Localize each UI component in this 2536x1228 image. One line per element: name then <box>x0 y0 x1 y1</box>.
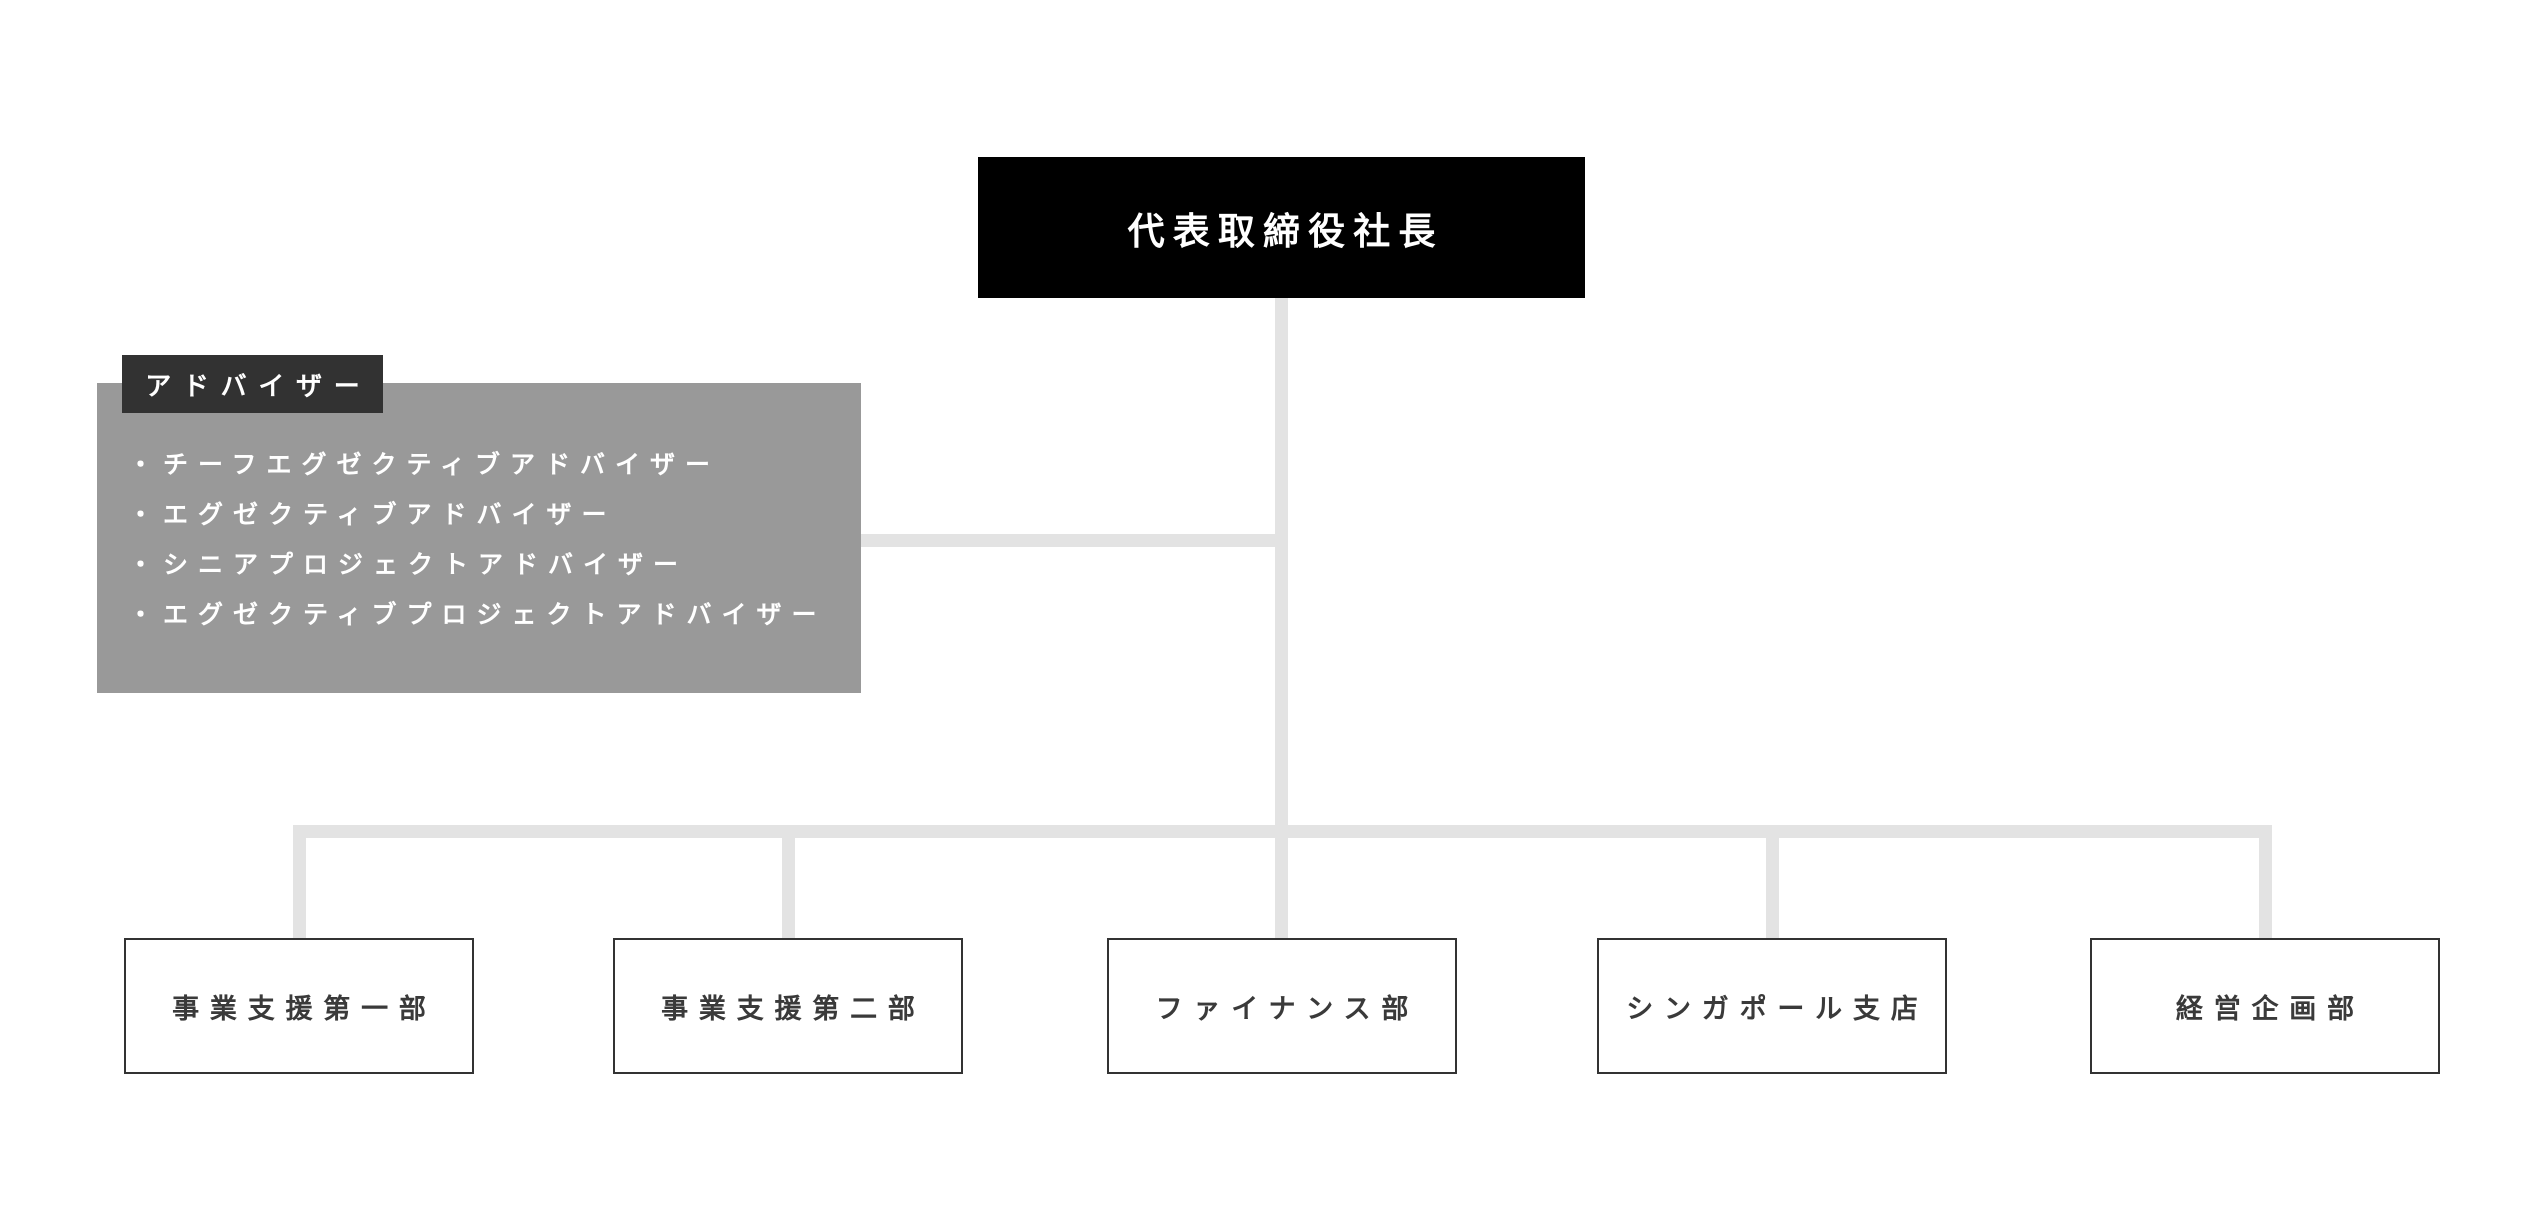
connector-drop-dept-5 <box>2259 838 2272 938</box>
advisor-list-item: ・ チーフエグゼクティブアドバイザー <box>128 438 827 488</box>
department-label: 経営企画部 <box>2175 993 2365 1024</box>
bullet-glyph: ・ <box>128 601 164 629</box>
connector-drop-dept-1 <box>293 838 306 938</box>
connector-advisor-branch <box>861 534 1281 547</box>
advisor-item-label: エグゼクティブアドバイザー <box>163 501 617 529</box>
node-president: 代表取締役社長 <box>978 157 1585 298</box>
department-label: ファイナンス部 <box>1155 993 1420 1024</box>
advisor-item-label: シニアプロジェクトアドバイザー <box>163 551 689 579</box>
president-label: 代表取締役社長 <box>1127 210 1444 252</box>
node-department-2: 事業支援第二部 <box>613 938 963 1074</box>
connector-drop-dept-4 <box>1766 838 1779 938</box>
node-department-5: 経営企画部 <box>2090 938 2440 1074</box>
node-department-1: 事業支援第一部 <box>124 938 474 1074</box>
department-label: 事業支援第二部 <box>661 993 926 1024</box>
advisor-title-label: アドバイザー <box>145 370 372 401</box>
bullet-glyph: ・ <box>128 501 164 529</box>
advisor-list-item: ・ シニアプロジェクトアドバイザー <box>128 538 827 588</box>
connector-distribution-bar <box>293 825 2272 838</box>
advisor-panel: ・ チーフエグゼクティブアドバイザー ・ エグゼクティブアドバイザー ・ シニア… <box>97 383 861 693</box>
connector-drop-dept-2 <box>782 838 795 938</box>
bullet-glyph: ・ <box>128 451 164 479</box>
advisor-list-item: ・ エグゼクティブアドバイザー <box>128 488 827 538</box>
advisor-list: ・ チーフエグゼクティブアドバイザー ・ エグゼクティブアドバイザー ・ シニア… <box>128 438 827 638</box>
advisor-panel-title: アドバイザー <box>122 355 383 413</box>
advisor-list-item: ・ エグゼクティブプロジェクトアドバイザー <box>128 588 827 638</box>
advisor-item-label: チーフエグゼクティブアドバイザー <box>163 451 721 479</box>
node-department-3: ファイナンス部 <box>1107 938 1457 1074</box>
department-label: シンガポール支店 <box>1626 993 1929 1024</box>
bullet-glyph: ・ <box>128 551 164 579</box>
advisor-item-label: エグゼクティブプロジェクトアドバイザー <box>163 601 827 629</box>
node-department-4: シンガポール支店 <box>1597 938 1947 1074</box>
connector-president-trunk <box>1275 298 1288 938</box>
department-label: 事業支援第一部 <box>172 993 437 1024</box>
